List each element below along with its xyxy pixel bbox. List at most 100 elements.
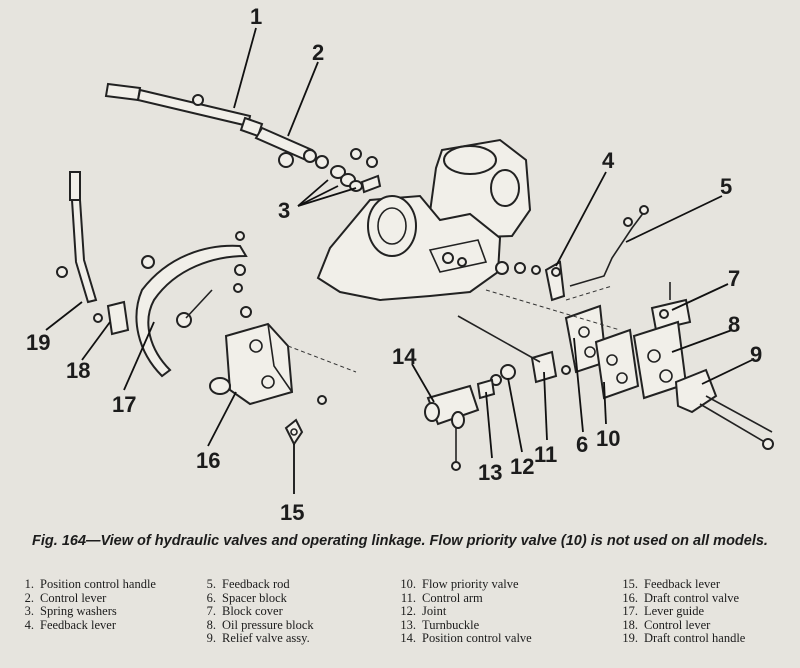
legend-number: 13. <box>400 617 416 632</box>
legend-item: 19. Draft control handle <box>618 631 800 646</box>
legend-item: 9.Relief valve assy. <box>196 631 372 646</box>
legend-number: 1. <box>24 577 34 591</box>
legend-column-1: 1. Position control handle 2. Control leve… <box>14 577 190 633</box>
legend-number: 7. <box>206 604 216 618</box>
leader-lines <box>45 27 753 494</box>
callout-11: 11 <box>534 442 557 467</box>
legend-text: Feedback lever <box>40 617 117 632</box>
legend-item: 3. Spring washers <box>14 604 190 619</box>
assembly-centerline <box>287 345 357 373</box>
legend-number: 15. <box>622 577 638 591</box>
callout-15: 15 <box>280 500 304 525</box>
callout-18: 18 <box>66 358 90 383</box>
callout-10: 10 <box>596 426 620 451</box>
legend-text: Position control valve <box>422 631 532 645</box>
legend-item: 2. Control lever <box>14 590 190 606</box>
callout-8: 8 <box>728 312 740 337</box>
position-control-valve-drawing <box>424 384 480 471</box>
spring-washers-drawing <box>330 148 382 194</box>
legend-number: 11. <box>400 590 416 605</box>
legend-item: 1. Position control handle <box>14 577 190 592</box>
legend-number: 5. <box>206 577 216 591</box>
assembly-centerline <box>565 285 613 301</box>
callout-3: 3 <box>278 198 290 223</box>
control-arm-drawing <box>457 315 571 384</box>
legend-column-2: 5. Feedback rod 6. Spacer block 7. Block co… <box>196 577 372 646</box>
legend-item: 5. Feedback rod <box>196 577 372 592</box>
lever-guide-drawing <box>135 231 248 378</box>
legend-text: Spring washers <box>40 604 117 618</box>
legend-item: 4. Feedback lever <box>14 617 190 633</box>
legend-number: 8. <box>206 617 216 632</box>
figure-caption: Fig. 164—View of hydraulic valves and op… <box>32 533 768 549</box>
legend-number: 17. <box>622 604 638 618</box>
callout-17: 17 <box>112 392 136 417</box>
assembly-centerline <box>485 289 621 331</box>
legend-number: 18. <box>622 617 638 632</box>
legend-text: Relief valve assy. <box>222 631 310 645</box>
legend-number: 19. <box>622 631 638 645</box>
callout-4: 4 <box>602 148 615 173</box>
legend-text: Joint <box>422 604 447 618</box>
legend-item: 8. Oil pressure block <box>196 617 372 633</box>
parts-legend: 1. Position control handle 2. Control leve… <box>14 577 800 664</box>
legend-number: 12. <box>400 604 416 618</box>
legend-column-4: 15. Feedback lever 16.Draft control valve… <box>618 577 800 646</box>
legend-text: Position control handle <box>40 577 156 591</box>
block-cover-drawing <box>650 282 692 332</box>
callout-13: 13 <box>478 460 502 485</box>
legend-text: Control arm <box>422 590 483 605</box>
legend-text: Oil pressure block <box>222 617 314 632</box>
joint-drawing <box>490 364 516 386</box>
legend-item: 15. Feedback lever <box>618 577 800 592</box>
legend-item: 18. Control lever <box>618 617 800 633</box>
callout-12: 12 <box>510 454 534 479</box>
callout-6: 6 <box>576 432 588 457</box>
legend-column-3: 10. Flow priority valve 11. Control arm 12… <box>396 577 602 646</box>
legend-number: 6. <box>206 590 216 605</box>
legend-text: Spacer block <box>222 590 287 605</box>
legend-item: 13. Turnbuckle <box>396 617 602 633</box>
legend-text: Lever guide <box>644 604 705 618</box>
legend-text: Control lever <box>644 617 711 632</box>
feedback-lever-drawing <box>544 260 566 302</box>
feedback-lever-left-drawing <box>284 418 304 446</box>
callout-16: 16 <box>196 448 220 473</box>
legend-item: 6. Spacer block <box>196 590 372 606</box>
legend-item: 17. Lever guide <box>618 604 800 619</box>
callout-5: 5 <box>720 174 732 199</box>
legend-item: 7. Block cover <box>196 604 372 619</box>
legend-number: 10. <box>400 577 416 591</box>
callout-9: 9 <box>750 342 762 367</box>
legend-text: Draft control valve <box>644 590 740 605</box>
draft-control-handle-drawing <box>56 171 98 304</box>
legend-text: Draft control handle <box>644 631 746 645</box>
legend-number: 2. <box>24 590 34 605</box>
feedback-rod-drawing <box>569 205 649 287</box>
legend-number: 3. <box>24 604 34 618</box>
flow-priority-valve-drawing <box>594 328 640 400</box>
legend-text: Feedback lever <box>644 577 721 591</box>
legend-number: 4. <box>24 617 34 632</box>
callout-labels: 1 2 3 4 5 6 7 8 9 10 11 12 13 14 15 16 1… <box>26 4 762 525</box>
relief-valve-assembly-drawing <box>674 368 774 450</box>
callout-7: 7 <box>728 266 740 291</box>
legend-number: 14. <box>400 631 416 645</box>
legend-text: Control lever <box>40 590 107 605</box>
legend-item: 16.Draft control valve <box>618 590 800 606</box>
control-lever-drawing <box>254 126 329 169</box>
callout-19: 19 <box>26 330 50 355</box>
legend-text: Block cover <box>222 604 283 618</box>
legend-item: 10. Flow priority valve <box>396 577 602 592</box>
position-control-handle-drawing <box>104 82 264 138</box>
hydraulic-housing-drawing <box>316 138 541 302</box>
callout-2: 2 <box>312 40 324 65</box>
legend-item: 14. Position control valve <box>396 631 602 646</box>
turnbuckle-drawing <box>476 378 496 400</box>
legend-text: Turnbuckle <box>422 617 480 632</box>
control-lever-left-drawing <box>93 300 130 336</box>
legend-text: Feedback rod <box>222 577 290 591</box>
callout-14: 14 <box>392 344 417 369</box>
draft-control-valve-drawing <box>209 306 327 406</box>
legend-text: Flow priority valve <box>422 577 519 591</box>
